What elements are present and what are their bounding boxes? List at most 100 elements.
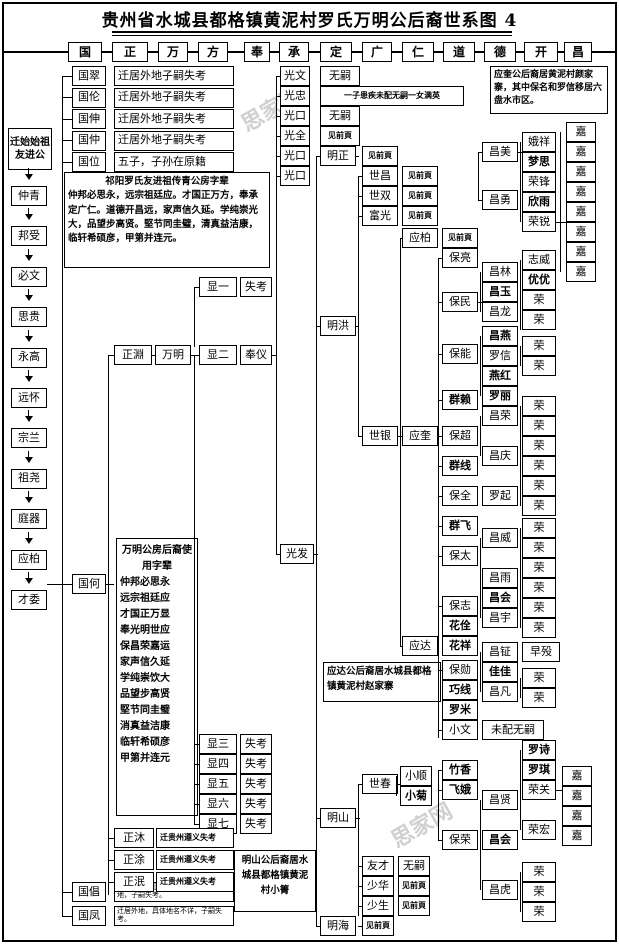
poem2-line: 仲邦必思永 bbox=[120, 577, 170, 588]
person-box: 一子患疾未配无嗣一女满英 bbox=[320, 86, 464, 106]
note-top-right: 应奎公后裔居黄泥村颜家寨，其中保名和罗信移居六盘水市区。 bbox=[490, 66, 608, 114]
generation-cell: 道 bbox=[443, 42, 475, 62]
connector bbox=[520, 528, 521, 628]
person-box: 群线 bbox=[442, 456, 478, 476]
person-box: 欣雨 bbox=[522, 192, 556, 212]
person-box: 嘉 bbox=[562, 766, 592, 786]
connector bbox=[520, 346, 521, 366]
see-previous-page: 见前頁 bbox=[402, 206, 438, 226]
person-box: 万明 bbox=[155, 345, 191, 365]
connector bbox=[556, 222, 566, 223]
poem2-line: 远宗祖廷应 bbox=[120, 593, 170, 604]
connector bbox=[480, 652, 481, 692]
connector bbox=[438, 302, 442, 303]
arrow-down-icon bbox=[25, 456, 33, 463]
connector bbox=[194, 287, 199, 288]
connector bbox=[28, 289, 29, 296]
connector bbox=[28, 572, 29, 578]
person-box: 荣锐 bbox=[522, 212, 556, 232]
person-box: 罗琪 bbox=[522, 760, 556, 780]
person-box: 应柏 bbox=[402, 228, 438, 248]
person-box: 荣 bbox=[522, 396, 556, 416]
connector bbox=[62, 892, 72, 893]
connector bbox=[358, 926, 362, 927]
person-box: 小顺 bbox=[400, 766, 432, 786]
status-box: 无嗣 bbox=[398, 856, 430, 876]
person-box: 荣 bbox=[522, 310, 556, 330]
person-box: 明海 bbox=[320, 916, 356, 936]
connector bbox=[276, 176, 280, 177]
status-box: 失考 bbox=[240, 794, 272, 814]
connector bbox=[478, 152, 479, 200]
person-box: 昌虎 bbox=[482, 880, 518, 900]
connector bbox=[316, 156, 317, 926]
person-box: 光全 bbox=[280, 126, 310, 146]
poem2-line: 品望步高贤 bbox=[120, 689, 170, 700]
connector bbox=[194, 784, 199, 785]
person-box: 昌玉 bbox=[482, 282, 518, 302]
person-box: 保全 bbox=[442, 486, 478, 506]
person-box: 荣 bbox=[522, 518, 556, 538]
person-box: 保太 bbox=[442, 546, 478, 566]
poem2-line: 保昌荣嘉运 bbox=[120, 641, 170, 652]
connector bbox=[438, 354, 442, 355]
title-rule bbox=[112, 35, 512, 36]
person-box: 保志 bbox=[442, 596, 478, 616]
connector bbox=[106, 584, 114, 585]
connector bbox=[438, 466, 442, 467]
status-box: 无嗣 bbox=[320, 106, 360, 126]
connector bbox=[438, 670, 442, 671]
person-box: 奉仪 bbox=[240, 345, 272, 365]
person-box: 正沐 bbox=[114, 828, 154, 848]
person-box: 光发 bbox=[280, 544, 314, 564]
person-box: 光口 bbox=[280, 146, 310, 166]
person-box: 保民 bbox=[442, 292, 478, 312]
connector bbox=[358, 784, 359, 916]
person-box: 梦思 bbox=[522, 152, 556, 172]
person-box: 荣 bbox=[522, 290, 556, 310]
connector bbox=[276, 76, 280, 77]
person-box: 荣 bbox=[522, 668, 556, 688]
person-box: 保荣 bbox=[442, 830, 478, 850]
person-box: 迁贵州遵义失考 bbox=[156, 850, 234, 870]
guo-son-desc: 迁居外地子嗣失考 bbox=[114, 87, 234, 108]
poem2-line: 家声信久延 bbox=[120, 657, 170, 668]
person-box: 嘉 bbox=[566, 242, 596, 262]
person-box: 罗信 bbox=[482, 346, 518, 366]
connector bbox=[398, 784, 400, 785]
person-box: 荣 bbox=[522, 578, 556, 598]
person-box: 娥祥 bbox=[522, 132, 556, 152]
person-box: 荣 bbox=[522, 496, 556, 516]
connector bbox=[276, 156, 280, 157]
connector bbox=[438, 496, 442, 497]
person-box: 应奎 bbox=[402, 426, 438, 446]
person-box: 明洪 bbox=[320, 316, 356, 336]
see-previous-page: 见前頁 bbox=[398, 876, 430, 896]
person-box: 昌荣 bbox=[482, 406, 518, 426]
arrow-down-icon bbox=[25, 254, 33, 261]
status-box: 失考 bbox=[240, 277, 272, 297]
arrow-down-icon bbox=[25, 214, 33, 221]
connector bbox=[108, 860, 114, 861]
person-box: 荣宏 bbox=[522, 820, 556, 840]
connector bbox=[396, 776, 397, 796]
poem2-line: 甲第并连元 bbox=[120, 753, 170, 764]
connector bbox=[194, 287, 195, 347]
poem2-line: 才国正万显 bbox=[120, 609, 170, 620]
connector bbox=[28, 329, 29, 336]
generation-cell: 仁 bbox=[402, 42, 434, 62]
person-box: 嘉 bbox=[562, 806, 592, 826]
person-box: 少华 bbox=[362, 876, 394, 896]
person-box: 荣关 bbox=[522, 780, 556, 800]
lineage-ancestor: 才委 bbox=[11, 590, 47, 610]
connector bbox=[438, 790, 442, 791]
generation-cell: 万 bbox=[158, 42, 188, 62]
connector bbox=[28, 410, 29, 417]
person-box: 罗丽 bbox=[482, 386, 518, 406]
person-box: 正涂 bbox=[114, 850, 154, 870]
person-box: 嘉 bbox=[566, 122, 596, 142]
person-box: 昌龙 bbox=[482, 302, 518, 322]
person-box: 世春 bbox=[362, 774, 398, 794]
connector bbox=[108, 838, 114, 839]
